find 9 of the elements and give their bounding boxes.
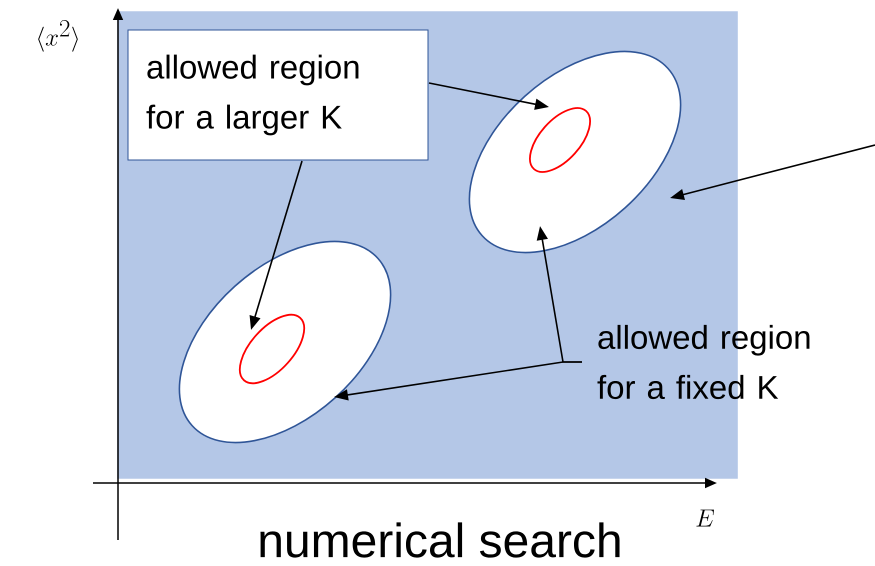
axis-label: $E$ [696,510,714,526]
ellipse-region [238,314,306,384]
axis-title: numerical search [260,522,620,558]
callout-text: allowed region for a fixed K [597,324,810,400]
ellipse-region [178,240,392,444]
ellipse-region [468,50,682,254]
text-box: allowed region for a larger K [128,30,428,160]
axis-label: $\langle x^2\rangle$ [38,20,78,52]
ellipse-region [529,107,591,173]
